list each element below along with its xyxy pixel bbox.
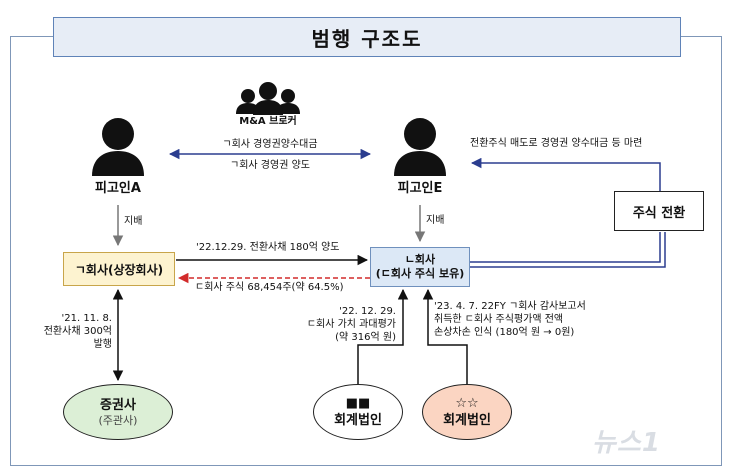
broker-group-icon — [236, 82, 300, 115]
conversion-label: 주식 전환 — [632, 205, 686, 221]
person-a-label: 피고인A — [95, 181, 141, 196]
audit-line-3: 손상차손 인식 (180억 원 → 0원) — [434, 327, 575, 338]
accounting2-label: 회계법인 — [443, 413, 491, 428]
person-a-icon — [92, 118, 144, 176]
broker-label: M&A 브로커 — [239, 116, 297, 127]
audit-line-1: '23. 4. 7. 22FY ㄱ회사 감사보고서 — [434, 301, 586, 312]
overvalue-line-2: ㄷ회사 가치 과대평가 — [306, 319, 396, 330]
conversion-loop — [470, 232, 661, 263]
broker-bottom-text: ㄱ회사 경영권 양도 — [230, 160, 310, 171]
securities-ellipse: 증권사 (주관사) — [63, 384, 173, 440]
broker-top-text: ㄱ회사 경영권양수대금 — [222, 139, 318, 150]
control-a-text: 지배 — [124, 216, 143, 227]
bond-issue-line-1: '21. 11. 8. — [61, 313, 112, 324]
overvalue-text: '22. 12. 29. ㄷ회사 가치 과대평가 (약 316억 원) — [270, 305, 396, 344]
company-b-box: ㄴ회사 (ㄷ회사 주식 보유) — [370, 247, 470, 287]
person-e-icon — [394, 118, 446, 176]
e-funds-text: 전환주식 매도로 경영권 양수대금 등 마련 — [470, 138, 643, 149]
bond-issue-line-3: 발행 — [93, 339, 112, 350]
conversion-to-e-arrow — [470, 157, 661, 191]
diagram-title: 범행 구조도 — [53, 17, 681, 57]
accounting1-mark: ■■ — [345, 396, 371, 411]
accounting1-arrow — [357, 288, 409, 384]
shares-return-text: ㄷ회사 주식 68,454주(약 64.5%) — [195, 282, 344, 293]
company-a-label: ㄱ회사(상장회사) — [74, 262, 164, 277]
bond-transfer-text: '22.12.29. 전환사채 180억 양도 — [196, 242, 340, 253]
bond-issue-line-2: 전환사채 300억 — [43, 326, 112, 337]
accounting1-label: 회계법인 — [334, 413, 382, 428]
company-b-line1: ㄴ회사 — [404, 253, 436, 266]
accounting2-arrow — [422, 288, 468, 384]
accounting1-ellipse: ■■ 회계법인 — [313, 384, 403, 440]
overvalue-line-1: '22. 12. 29. — [339, 306, 396, 317]
company-b-line2: (ㄷ회사 주식 보유) — [375, 267, 465, 280]
company-a-box: ㄱ회사(상장회사) — [63, 252, 175, 286]
audit-text: '23. 4. 7. 22FY ㄱ회사 감사보고서 취득한 ㄷ회사 주식평가액 … — [434, 300, 586, 339]
securities-label: 증권사 — [100, 397, 136, 413]
accounting2-ellipse: ☆☆ 회계법인 — [422, 384, 512, 440]
person-e-label: 피고인E — [397, 181, 443, 196]
conversion-loop-inner — [470, 232, 666, 268]
conversion-box: 주식 전환 — [614, 191, 704, 231]
securities-sub: (주관사) — [98, 413, 138, 427]
news-watermark: 뉴스1 — [592, 428, 661, 458]
accounting2-mark: ☆☆ — [455, 396, 479, 411]
overvalue-line-3: (약 316억 원) — [335, 332, 396, 343]
control-e-text: 지배 — [426, 215, 445, 226]
audit-line-2: 취득한 ㄷ회사 주식평가액 전액 — [434, 314, 564, 325]
bond-issue-text: '21. 11. 8. 전환사채 300억 발행 — [12, 312, 112, 351]
